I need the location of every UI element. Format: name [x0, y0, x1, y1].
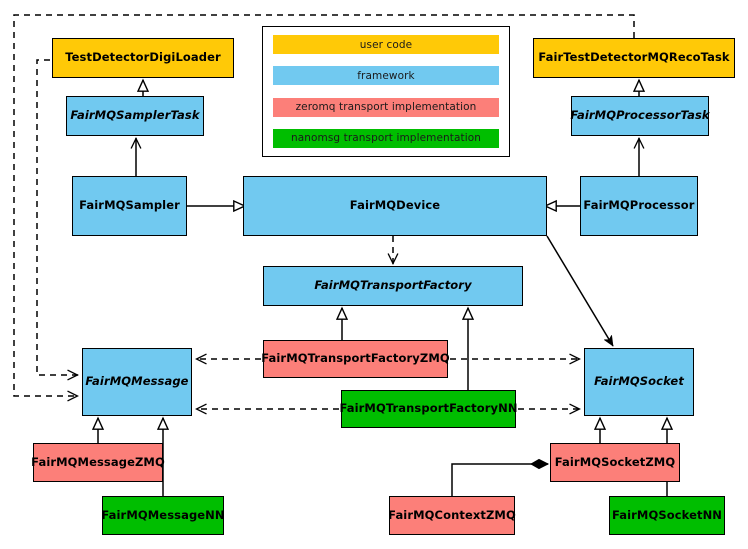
class-label: FairMQSamplerTask [70, 108, 200, 123]
class-box-fairmqtransportfactoryzmq[interactable]: FairMQTransportFactoryZMQ [261, 340, 450, 378]
legend-item-nanomsg: nanomsg transport implementation [273, 128, 499, 148]
class-box-fairmqsocketnn[interactable]: FairMQSocketNN [609, 496, 725, 535]
class-label: FairMQMessageZMQ [31, 454, 165, 469]
class-label: FairMQTransportFactory [314, 278, 472, 293]
class-box-fairmqsocketzmq[interactable]: FairMQSocketZMQ [550, 443, 680, 482]
class-box-fairmqdevice[interactable]: FairMQDevice [243, 176, 547, 236]
edge-contextzmq-to-socketzmq [451, 458, 550, 496]
legend-label: zeromq transport implementation [295, 101, 477, 114]
legend-label: nanomsg transport implementation [290, 132, 482, 145]
class-box-fairmqsocket[interactable]: FairMQSocket [584, 348, 694, 416]
legend-label: framework [357, 69, 415, 82]
class-box-fairtestdetectormqrecotask[interactable]: FairTestDetectorMQRecoTask [533, 38, 735, 78]
class-label: FairMQSocketNN [611, 507, 723, 522]
legend-panel: user code framework zeromq transport imp… [262, 26, 510, 157]
class-label: FairTestDetectorMQRecoTask [538, 50, 730, 65]
class-label: FairMQContextZMQ [388, 507, 516, 522]
edge-device-to-socket [546, 235, 614, 346]
class-label: FairMQSocketZMQ [554, 454, 676, 469]
legend-item-framework: framework [273, 66, 499, 86]
class-box-testdetectordigiloader[interactable]: TestDetectorDigiLoader [52, 38, 234, 78]
class-label: FairMQTransportFactoryNN [339, 401, 518, 416]
class-box-fairmqmessagezmq[interactable]: FairMQMessageZMQ [31, 443, 165, 482]
class-box-fairmqmessagenn[interactable]: FairMQMessageNN [101, 496, 225, 535]
class-box-fairmqprocessortask[interactable]: FairMQProcessorTask [570, 96, 710, 136]
class-box-fairmqtransportfactorynn[interactable]: FairMQTransportFactoryNN [339, 390, 518, 428]
legend-item-zeromq: zeromq transport implementation [273, 97, 499, 117]
class-label: FairMQProcessorTask [570, 108, 710, 123]
class-box-fairmqprocessor[interactable]: FairMQProcessor [580, 176, 698, 236]
class-label: FairMQDevice [349, 198, 441, 213]
class-label: FairMQMessage [85, 374, 189, 389]
class-label: FairMQSocket [594, 374, 684, 389]
class-label: TestDetectorDigiLoader [65, 50, 221, 65]
legend-item-user-code: user code [273, 35, 499, 54]
class-box-fairmqcontextzmq[interactable]: FairMQContextZMQ [388, 496, 516, 535]
class-label: FairMQTransportFactoryZMQ [261, 351, 450, 366]
class-label: FairMQProcessor [583, 198, 695, 213]
class-box-fairmqmessage[interactable]: FairMQMessage [82, 348, 192, 416]
class-box-fairmqsampler[interactable]: FairMQSampler [72, 176, 187, 236]
class-box-fairmqtransportfactory[interactable]: FairMQTransportFactory [263, 266, 523, 306]
class-box-fairmqsamplertask[interactable]: FairMQSamplerTask [66, 96, 204, 136]
legend-label: user code [359, 38, 413, 51]
class-label: FairMQSampler [79, 198, 180, 213]
class-label: FairMQMessageNN [101, 507, 225, 522]
